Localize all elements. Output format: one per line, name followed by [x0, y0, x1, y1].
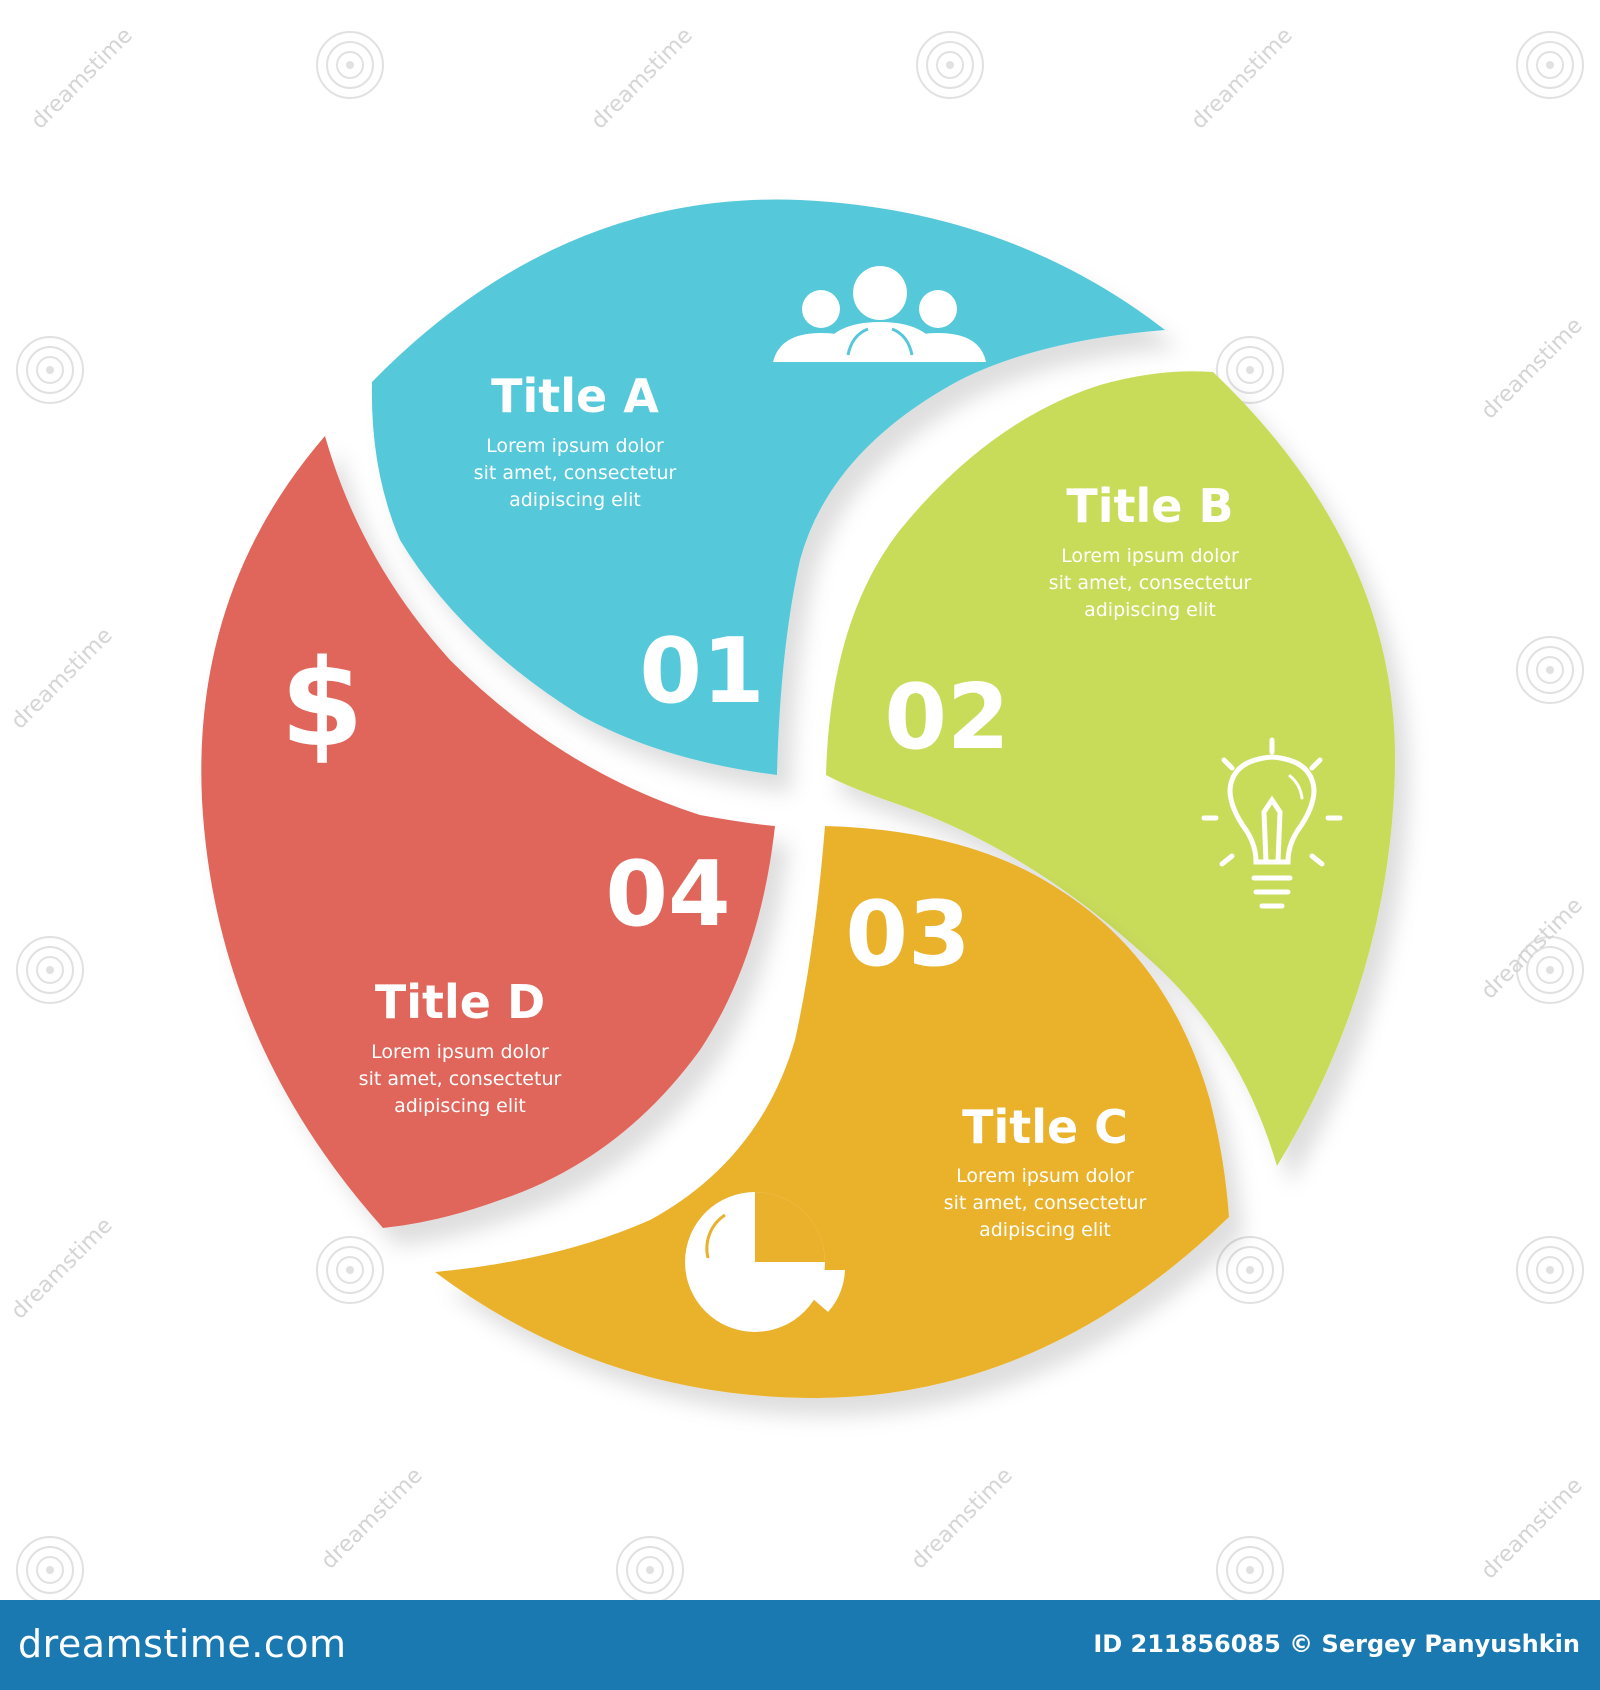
- segment-c-text: Title C Lorem ipsum dolor sit amet, cons…: [845, 882, 1146, 1241]
- segment-a-number: 01: [639, 619, 764, 724]
- watermark-text: dreamstime: [1477, 893, 1588, 1004]
- segment-c: [435, 826, 1229, 1399]
- segment-d-title: Title D: [375, 975, 545, 1029]
- segment-a-body-line: sit amet, consectetur: [474, 462, 677, 484]
- watermark-text: dreamstime: [7, 1213, 118, 1324]
- segment-d-body-line: sit amet, consectetur: [359, 1068, 562, 1090]
- segment-b-body-line: adipiscing elit: [1084, 599, 1216, 621]
- segment-c-title: Title C: [962, 1100, 1128, 1154]
- dollar-icon: $: [280, 635, 364, 774]
- segment-a-text: Title A Lorem ipsum dolor sit amet, cons…: [474, 369, 765, 724]
- segment-d-number: 04: [605, 842, 730, 947]
- watermark-text: dreamstime: [1477, 313, 1588, 424]
- segment-c-body-line: adipiscing elit: [979, 1219, 1111, 1241]
- segment-b-body-line: sit amet, consectetur: [1049, 572, 1252, 594]
- watermark-text: dreamstime: [587, 23, 698, 134]
- watermark-text: dreamstime: [7, 623, 118, 734]
- segment-b-body-line: Lorem ipsum dolor: [1061, 545, 1239, 567]
- watermark-text: dreamstime: [1187, 23, 1298, 134]
- diagram-stage: dreamstime dreamstime dreamstime dreamst…: [7, 23, 1588, 1600]
- segment-d-body-line: Lorem ipsum dolor: [371, 1041, 549, 1063]
- segment-d: [201, 436, 775, 1228]
- segment-a-title: Title A: [491, 369, 659, 423]
- watermark-text: dreamstime: [27, 23, 138, 134]
- segment-b-title: Title B: [1066, 479, 1233, 533]
- segment-b-number: 02: [884, 665, 1009, 770]
- segment-b-text: Title B Lorem ipsum dolor sit amet, cons…: [884, 479, 1251, 770]
- segment-d-text: Title D Lorem ipsum dolor sit amet, cons…: [359, 842, 731, 1117]
- watermark-text: dreamstime: [1477, 1473, 1588, 1584]
- watermark-text: dreamstime: [907, 1463, 1018, 1574]
- watermark-brand: dreamstime.com: [18, 1622, 347, 1666]
- people-icon: [773, 266, 986, 362]
- segment-c-number: 03: [845, 882, 970, 987]
- pie-chart-icon: [685, 1192, 845, 1332]
- segment-b: [826, 371, 1396, 1166]
- image-credit: ID 211856085 © Sergey Panyushkin: [1093, 1630, 1580, 1658]
- footer-bar: dreamstime.com ID 211856085 © Sergey Pan…: [0, 1600, 1600, 1690]
- segment-d-body-line: adipiscing elit: [394, 1095, 526, 1117]
- watermark-text: dreamstime: [317, 1463, 428, 1574]
- segment-a-body-line: Lorem ipsum dolor: [486, 435, 664, 457]
- cycle-diagram: dreamstime dreamstime dreamstime dreamst…: [7, 23, 1588, 1600]
- segment-c-body-line: sit amet, consectetur: [944, 1192, 1147, 1214]
- lightbulb-icon: [1201, 737, 1343, 909]
- segment-a-body-line: adipiscing elit: [509, 489, 641, 511]
- segment-c-body-line: Lorem ipsum dolor: [956, 1165, 1134, 1187]
